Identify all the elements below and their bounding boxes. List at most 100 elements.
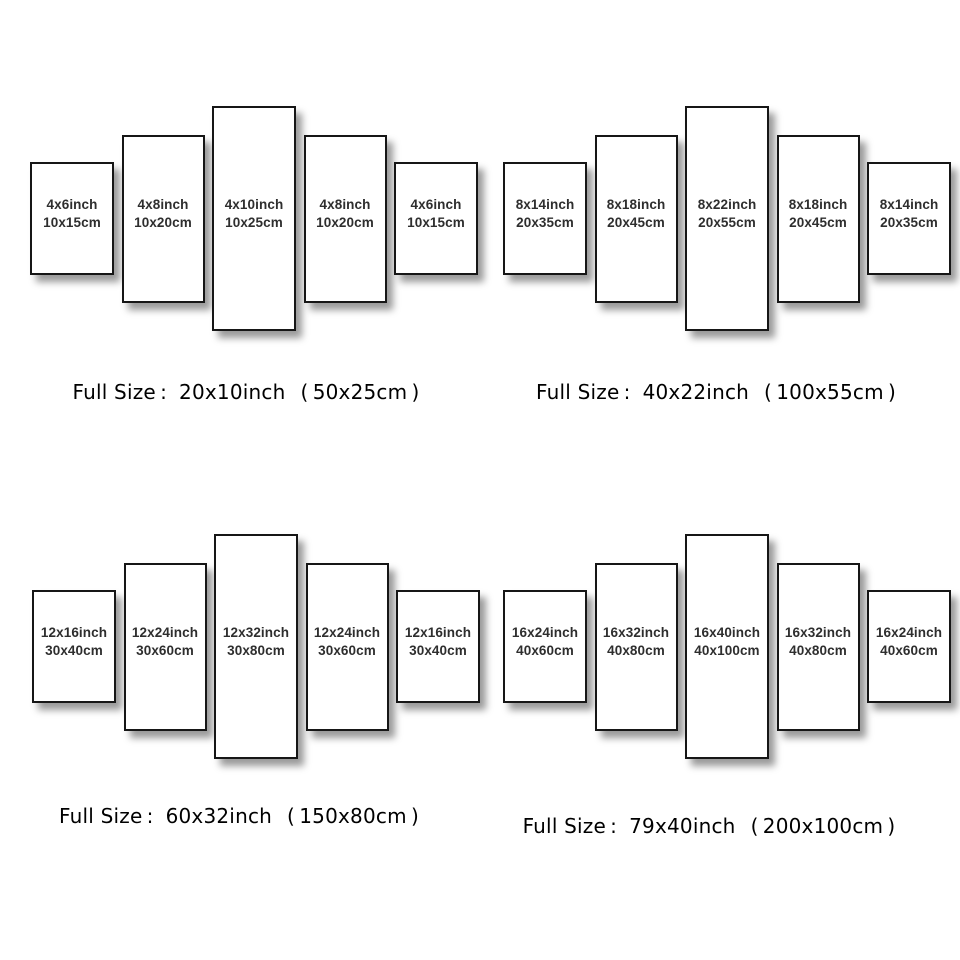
caption-inches: 60x32inch (165, 804, 273, 828)
panel-size-inch: 12x32inch (222, 625, 290, 640)
panel-size-cm: 30x80cm (227, 642, 285, 658)
panel-group-20x10: 4x6inch 10x15cm 4x8inch 10x20cm 4x10inch… (30, 106, 478, 331)
panel-size-inch: 12x16inch (404, 625, 472, 640)
panel-size-label: 16x40inch 40x100cm (694, 624, 760, 669)
canvas-panel: 8x14inch 20x35cm (503, 162, 587, 275)
canvas-panel: 16x24inch 40x60cm (867, 590, 951, 703)
panel-size-inch: 4x6inch (410, 197, 462, 212)
panel-size-label: 16x32inch 40x80cm (785, 624, 851, 669)
panel-size-cm: 10x15cm (43, 214, 101, 230)
caption-cm: ( 50x25cm ) (300, 380, 420, 404)
canvas-panel: 16x32inch 40x80cm (776, 562, 860, 731)
panel-size-label: 12x24inch 30x60cm (314, 624, 380, 669)
panel-size-inch: 8x22inch (697, 197, 757, 212)
full-size-caption: Full Size : 60x32inch ( 150x80cm ) (59, 804, 419, 828)
panel-size-cm: 10x20cm (134, 214, 192, 230)
caption-inches: 79x40inch (629, 814, 736, 838)
panel-size-cm: 30x60cm (136, 642, 194, 658)
canvas-panel: 4x6inch 10x15cm (394, 162, 478, 275)
panel-size-label: 12x16inch 30x40cm (405, 624, 471, 669)
canvas-panel: 8x14inch 20x35cm (867, 162, 951, 275)
canvas-panel: 4x8inch 10x20cm (121, 134, 205, 303)
panel-size-inch: 4x8inch (137, 197, 189, 212)
panel-size-inch: 8x14inch (879, 197, 939, 212)
canvas-panel: 4x8inch 10x20cm (303, 134, 387, 303)
panel-size-inch: 8x18inch (788, 197, 848, 212)
panel-size-label: 8x18inch 20x45cm (789, 196, 848, 241)
full-size-caption: Full Size : 40x22inch ( 100x55cm ) (536, 380, 896, 404)
canvas-panel: 8x18inch 20x45cm (776, 134, 860, 303)
canvas-panel: 12x24inch 30x60cm (123, 562, 207, 731)
canvas-panel: 4x6inch 10x15cm (30, 162, 114, 275)
panel-group-79x40: 16x24inch 40x60cm 16x32inch 40x80cm 16x4… (503, 534, 951, 759)
panel-size-label: 12x32inch 30x80cm (223, 624, 289, 669)
panel-size-inch: 12x24inch (131, 625, 199, 640)
canvas-panel: 4x10inch 10x25cm (212, 106, 296, 331)
panel-size-cm: 20x55cm (698, 214, 756, 230)
caption-label: Full Size : (72, 380, 168, 404)
panel-size-cm: 30x60cm (318, 642, 376, 658)
caption-label: Full Size : (59, 804, 154, 828)
panel-size-cm: 20x35cm (516, 214, 574, 230)
panel-size-cm: 20x45cm (789, 214, 847, 230)
panel-size-inch: 4x10inch (224, 197, 284, 212)
panel-size-inch: 4x6inch (46, 197, 98, 212)
canvas-panel: 12x32inch 30x80cm (214, 534, 298, 759)
canvas-panel: 16x40inch 40x100cm (685, 534, 769, 759)
panel-size-inch: 16x24inch (511, 625, 579, 640)
caption-cm: ( 100x55cm ) (764, 380, 896, 404)
panel-size-label: 4x6inch 10x15cm (43, 196, 101, 241)
panel-size-cm: 40x60cm (516, 642, 574, 658)
canvas-panel: 12x16inch 30x40cm (32, 590, 116, 703)
panel-size-cm: 10x15cm (407, 214, 465, 230)
panel-size-inch: 12x16inch (40, 625, 108, 640)
canvas-panel: 12x16inch 30x40cm (396, 590, 480, 703)
panel-size-cm: 40x80cm (789, 642, 847, 658)
caption-label: Full Size : (536, 380, 631, 404)
full-size-caption: Full Size : 20x10inch ( 50x25cm ) (72, 380, 419, 404)
caption-label: Full Size : (522, 814, 618, 838)
canvas-panel: 8x18inch 20x45cm (594, 134, 678, 303)
panel-size-inch: 16x32inch (602, 625, 670, 640)
panel-size-label: 4x8inch 10x20cm (316, 196, 374, 241)
canvas-panel: 8x22inch 20x55cm (685, 106, 769, 331)
panel-size-label: 8x18inch 20x45cm (607, 196, 666, 241)
panel-size-cm: 20x35cm (880, 214, 938, 230)
panel-size-cm: 40x100cm (694, 642, 760, 658)
panel-size-label: 4x8inch 10x20cm (134, 196, 192, 241)
panel-size-cm: 20x45cm (607, 214, 665, 230)
panel-group-60x32: 12x16inch 30x40cm 12x24inch 30x60cm 12x3… (32, 534, 480, 759)
panel-size-cm: 40x60cm (880, 642, 938, 658)
panel-size-label: 16x24inch 40x60cm (876, 624, 942, 669)
panel-size-cm: 40x80cm (607, 642, 665, 658)
panel-size-inch: 12x24inch (313, 625, 381, 640)
panel-size-label: 8x14inch 20x35cm (880, 196, 939, 241)
caption-cm: ( 150x80cm ) (287, 804, 419, 828)
panel-size-label: 16x24inch 40x60cm (512, 624, 578, 669)
panel-size-label: 12x24inch 30x60cm (132, 624, 198, 669)
full-size-caption: Full Size : 79x40inch ( 200x100cm ) (523, 814, 896, 838)
panel-size-label: 16x32inch 40x80cm (603, 624, 669, 669)
caption-cm: ( 200x100cm ) (750, 814, 896, 838)
panel-size-cm: 10x20cm (316, 214, 374, 230)
panel-size-label: 4x6inch 10x15cm (407, 196, 465, 241)
panel-size-cm: 30x40cm (409, 642, 467, 658)
panel-size-inch: 8x14inch (515, 197, 575, 212)
panel-size-cm: 10x25cm (225, 214, 283, 230)
panel-size-label: 12x16inch 30x40cm (41, 624, 107, 669)
panel-size-label: 8x22inch 20x55cm (698, 196, 757, 241)
caption-inches: 20x10inch (179, 380, 286, 404)
panel-size-inch: 16x32inch (784, 625, 852, 640)
panel-size-inch: 16x24inch (875, 625, 943, 640)
panel-size-label: 8x14inch 20x35cm (516, 196, 575, 241)
panel-size-label: 4x10inch 10x25cm (225, 196, 284, 241)
panel-size-inch: 16x40inch (693, 625, 761, 640)
canvas-panel: 12x24inch 30x60cm (305, 562, 389, 731)
canvas-panel: 16x32inch 40x80cm (594, 562, 678, 731)
panel-size-inch: 4x8inch (319, 197, 371, 212)
panel-group-40x22: 8x14inch 20x35cm 8x18inch 20x45cm 8x22in… (503, 106, 951, 331)
caption-inches: 40x22inch (642, 380, 750, 404)
canvas-panel: 16x24inch 40x60cm (503, 590, 587, 703)
panel-size-cm: 30x40cm (45, 642, 103, 658)
